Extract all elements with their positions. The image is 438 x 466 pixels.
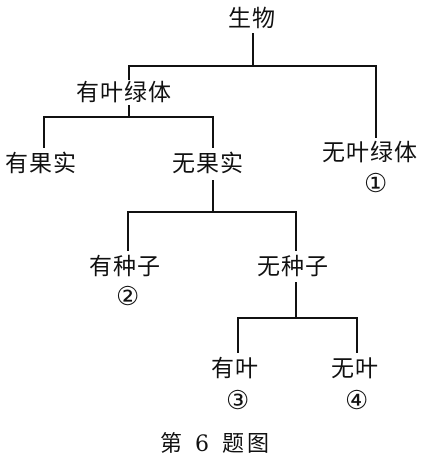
marker-1: ① (364, 169, 388, 199)
marker-2: ② (116, 282, 140, 312)
figure-caption: 第 6 题图 (160, 432, 272, 457)
node-with-leaf: 有叶 (211, 356, 259, 382)
node-leafy-green: 有叶绿体 (76, 80, 172, 106)
marker-3: ③ (226, 386, 250, 416)
node-without-leaf: 无叶 (331, 356, 379, 382)
marker-4: ④ (345, 386, 369, 416)
node-without-fruit: 无果实 (172, 151, 244, 177)
node-no-chlorophyll: 无叶绿体 (322, 140, 418, 166)
node-with-fruit: 有果实 (5, 151, 77, 177)
node-root: 生物 (228, 6, 276, 32)
node-without-seed: 无种子 (257, 254, 329, 280)
node-with-seed: 有种子 (89, 254, 161, 280)
